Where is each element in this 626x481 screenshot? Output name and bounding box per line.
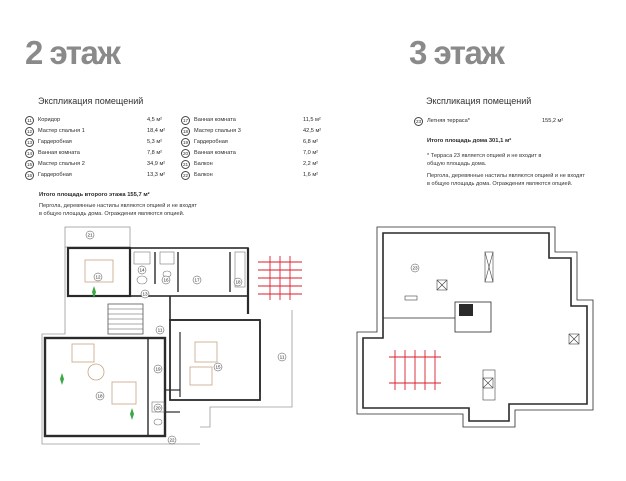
pergola [389, 350, 441, 390]
room-row: 20 Ванная комната 7,0 м² [181, 149, 321, 158]
room-row: 16 Гардеробная 13,3 м² [25, 171, 175, 180]
room-name: Балкон [194, 172, 213, 178]
room-name: Балкон [194, 161, 213, 167]
room-number-badge: 17 [181, 116, 190, 125]
room-row: 21 Балкон 2,2 м² [181, 160, 321, 169]
room-area: 7,8 м² [147, 150, 163, 156]
room-number-badge: 11 [25, 116, 34, 125]
floor-3-explication-title: Экспликация помещений [426, 96, 532, 106]
floor-2-plan: 21 12 13 14 16 17 18 11 15 11 18 19 20 2… [41, 226, 302, 445]
room-area: 34,9 м² [147, 161, 166, 167]
plan-label: 23 [412, 266, 418, 271]
room-row: 19 Гардеробная 6,8 м² [181, 138, 321, 147]
room-number-badge: 15 [25, 160, 34, 169]
floor-3-note-pergola: Пергола, деревянные настилы являются опц… [427, 173, 585, 188]
note-line: в общую площадь дома. Ограждения являютс… [39, 210, 185, 217]
room-number-badge: 13 [25, 138, 34, 147]
room-name: Гардеробная [194, 139, 228, 145]
room-area: 11,5 м² [303, 117, 321, 123]
note-line: * Терраса 23 является опцией и не входит… [427, 153, 542, 159]
room-row: 22 Балкон 1,6 м² [181, 171, 321, 180]
room-number-badge: 20 [181, 149, 190, 158]
plan-label: 13 [142, 292, 148, 297]
room-row: 12 Мастер спальня 1 18,4 м² [25, 127, 175, 136]
room-number-badge: 23 [414, 117, 423, 126]
staircase [107, 303, 144, 335]
plan-label: 18 [97, 394, 103, 399]
room-labels: 23 [410, 263, 420, 273]
pergola [258, 256, 302, 300]
room-name: Летняя терраса* [427, 118, 470, 124]
room-row: 15 Мастер спальня 2 34,9 м² [25, 160, 175, 169]
outer-outline [41, 247, 200, 445]
room-number-badge: 12 [25, 127, 34, 136]
room-area: 2,2 м² [303, 161, 319, 167]
room-row: 14 Ванная комната 7,8 м² [25, 149, 175, 158]
plan-label: 22 [169, 438, 175, 443]
room-name: Мастер спальня 2 [38, 161, 85, 167]
room-number-badge: 18 [181, 127, 190, 136]
room-name: Ванная комната [194, 150, 236, 156]
room-name: Ванная комната [38, 150, 80, 156]
plan-label: 11 [280, 355, 285, 360]
room-area: 4,5 м² [147, 117, 163, 123]
roof-walls [356, 226, 594, 428]
plan-label: 21 [87, 233, 93, 238]
room-row: 17 Ванная комната 11,5 м² [181, 116, 321, 125]
floor-2-note: Пергола, деревянные настилы являются опц… [39, 203, 197, 218]
room-name: Гардеробная [38, 172, 72, 178]
room-row: 18 Мастер спальня 3 42,5 м² [181, 127, 321, 136]
room-name: Ванная комната [194, 117, 236, 123]
room-name: Гардеробная [38, 139, 72, 145]
room-name: Коридор [38, 117, 61, 123]
floor-2-explication-title: Экспликация помещений [38, 96, 144, 106]
note-line: Пергола, деревянные настилы являются опц… [39, 203, 197, 209]
furniture [71, 259, 218, 405]
room-row: 23 Летняя терраса* 155,2 м² [414, 117, 574, 126]
room-area: 1,6 м² [303, 172, 319, 178]
room-number-badge: 19 [181, 138, 190, 147]
plant-icons [54, 286, 140, 420]
balcony-outline [64, 226, 131, 248]
outer-outline [200, 310, 293, 428]
walls [43, 246, 261, 438]
room-area: 155,2 м² [542, 118, 564, 124]
room-name: Мастер спальня 3 [194, 128, 241, 134]
roof-vents [404, 251, 580, 401]
plan-label: 16 [163, 278, 169, 283]
room-labels: 21 12 13 14 16 17 18 11 15 11 18 19 20 2… [85, 230, 287, 445]
room-area: 13,3 м² [147, 172, 166, 178]
room-number-badge: 14 [25, 149, 34, 158]
note-line: общую площадь дома. [427, 160, 487, 167]
note-line: Пергола, деревянные настилы являются опц… [427, 173, 585, 179]
room-number-badge: 16 [25, 171, 34, 180]
floor-3-plan: 23 [356, 226, 594, 428]
plan-label: 11 [158, 328, 163, 333]
room-row: 13 Гардеробная 5,3 м² [25, 138, 175, 147]
room-area: 6,8 м² [303, 139, 319, 145]
room-row: 11 Коридор 4,5 м² [25, 116, 175, 125]
room-area: 18,4 м² [147, 128, 166, 134]
note-line: в общую площадь дома. Ограждения являютс… [427, 180, 573, 187]
plan-label: 14 [139, 268, 145, 273]
floor-2-total-area: Итого площадь второго этажа 155,7 м² [39, 192, 150, 198]
room-name: Мастер спальня 1 [38, 128, 85, 134]
room-area: 5,3 м² [147, 139, 163, 145]
plan-label: 17 [194, 278, 200, 283]
plan-label: 18 [235, 280, 241, 285]
floor-3-title: 3 этаж [409, 34, 505, 71]
chimney [459, 304, 473, 316]
floor-3-total-area: Итого площадь дома 301,1 м² [427, 138, 512, 144]
room-number-badge: 21 [181, 160, 190, 169]
plan-label: 19 [155, 367, 161, 372]
plan-label: 20 [155, 406, 161, 411]
plan-label: 15 [215, 365, 221, 370]
room-area: 42,5 м² [303, 128, 322, 134]
plan-label: 12 [95, 275, 101, 280]
floor-3-note-terrace: * Терраса 23 является опцией и не входит… [427, 153, 541, 168]
room-number-badge: 22 [181, 171, 190, 180]
room-area: 7,0 м² [303, 150, 319, 156]
floor-2-title: 2 этаж [25, 34, 121, 71]
